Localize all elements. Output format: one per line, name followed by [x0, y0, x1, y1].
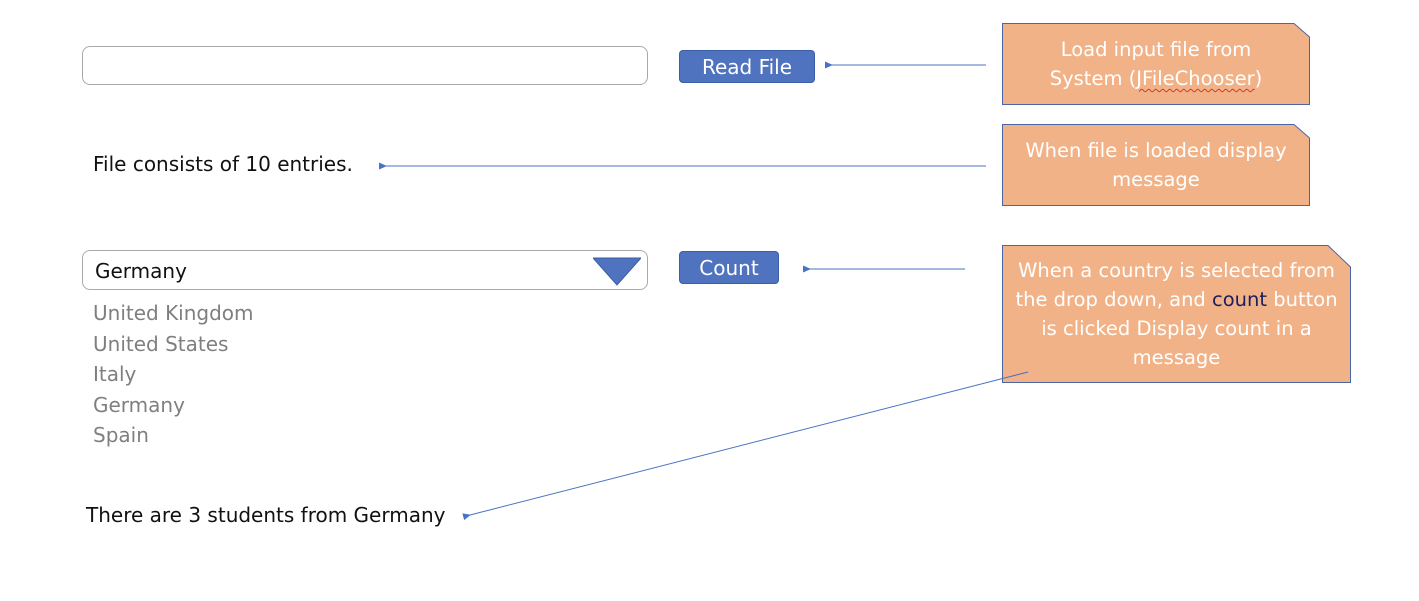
count-button[interactable]: Count — [679, 251, 779, 284]
annotation-note-load-file: Load input file from System (JFileChoose… — [1002, 23, 1310, 105]
dropdown-option[interactable]: United States — [93, 331, 229, 356]
chevron-down-icon[interactable] — [593, 256, 641, 286]
file-path-input[interactable] — [82, 46, 648, 85]
count-result-message: There are 3 students from Germany — [86, 503, 446, 527]
dropdown-selected-value: Germany — [95, 259, 187, 283]
note-shape — [1002, 245, 1351, 383]
annotation-note-count: When a country is selected from the drop… — [1002, 245, 1351, 383]
note-shape — [1002, 23, 1310, 105]
dropdown-option[interactable]: Spain — [93, 423, 149, 448]
dropdown-option[interactable]: Germany — [93, 392, 185, 417]
dropdown-option[interactable]: United Kingdom — [93, 301, 254, 325]
country-dropdown[interactable]: Germany — [82, 250, 648, 290]
annotation-note-display-message: When file is loaded display message — [1002, 124, 1310, 206]
file-status-message: File consists of 10 entries. — [93, 152, 353, 176]
note-text: When a country is selected from the drop… — [1015, 259, 1338, 369]
note-text: When file is loaded display message — [1025, 139, 1287, 191]
note-text: Load input file from System (JFileChoose… — [1049, 38, 1263, 90]
read-file-button[interactable]: Read File — [679, 50, 815, 83]
note-shape — [1002, 124, 1310, 206]
dropdown-option[interactable]: Italy — [93, 362, 137, 387]
dropdown-options-list: United Kingdom United States Italy Germa… — [93, 298, 254, 451]
arrow-to-result-message — [462, 371, 1029, 521]
